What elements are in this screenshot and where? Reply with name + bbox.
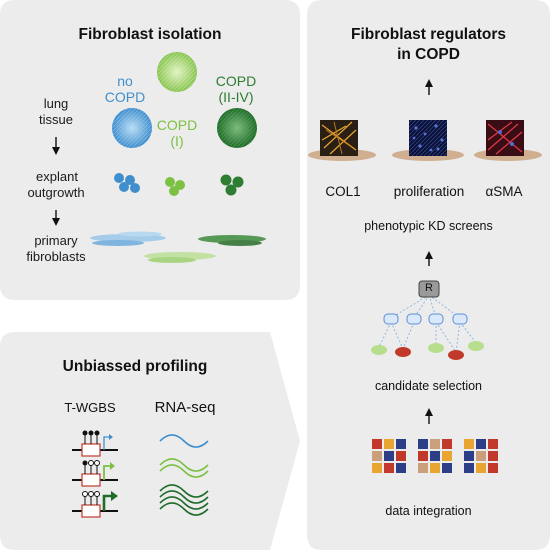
regulator-network [371,280,484,360]
rnaseq-wave-icons [159,434,209,516]
step-candidate-selection: candidate selection [374,379,483,393]
regulators-up-arrows [425,79,433,424]
profiling-title: Unbiassed profiling [62,358,208,375]
tissue-copd-severe-icon [217,108,257,148]
regulators-title-line-1: Fibroblast regulators [350,26,507,43]
label-copd-mild-2: (I) [170,133,184,149]
matrix-cell [442,451,452,461]
label-no-copd-2: COPD [104,89,146,105]
step-phenotypic-kd-screens: phenotypic KD screens [364,219,493,233]
isolation-title: Fibroblast isolation [78,26,222,43]
col1-image [308,120,376,161]
explant-no-copd-icon [114,173,140,193]
matrix-cell [418,463,428,473]
isolation-panel [0,0,300,300]
matrix-cell [396,451,406,461]
step-outgrowth: outgrowth [27,185,85,200]
tissue-no-copd-icon [112,108,152,148]
matrix-cell [464,439,474,449]
matrix-cell [430,463,440,473]
asma-image [474,120,542,161]
proliferation-image [392,120,464,161]
step-data-integration: data integration [385,504,472,518]
step-lung: lung [43,96,69,111]
regulators-title-line-2: in COPD [397,46,460,63]
readout-asma: αSMA [485,184,523,199]
method-twgbs: T-WGBS [64,400,116,415]
label-copd-severe-2: (II-IV) [218,89,254,105]
matrix-cell [384,451,394,461]
matrix-cell [488,463,498,473]
matrix-cell [372,439,382,449]
matrix-cell [442,463,452,473]
fibroblasts-copd-mild-icon [144,252,216,263]
matrix-cell [464,463,474,473]
matrix-cell [372,451,382,461]
method-rnaseq: RNA-seq [154,399,216,416]
explant-copd-mild-icon [165,177,185,196]
readout-proliferation: proliferation [393,184,465,199]
step-explant: explant [36,169,78,184]
matrix-cell [396,463,406,473]
regulator-node-label: R [425,282,433,294]
matrix-cell [396,439,406,449]
tissue-copd-mild-icon [157,52,197,92]
isolation-down-arrows [52,137,60,226]
step-fibroblasts: fibroblasts [26,249,86,264]
label-copd-severe-1: COPD [215,73,257,89]
twgbs-gene-icons [72,430,118,518]
matrix-cell [418,451,428,461]
matrix-cell [464,451,474,461]
regulator-node [418,280,440,298]
matrix-cell [476,463,486,473]
matrix-cell [442,439,452,449]
matrix-cell [384,439,394,449]
data-integration-matrix [372,439,498,473]
fibroblasts-no-copd-icon [90,231,166,246]
matrix-cell [476,439,486,449]
label-no-copd-1: no [117,73,133,89]
matrix-cell [430,451,440,461]
explant-copd-severe-icon [220,174,244,196]
fibroblasts-copd-severe-icon [198,235,266,246]
readout-col1: COL1 [325,184,361,199]
label-copd-mild-1: COPD [156,117,198,133]
matrix-cell [384,463,394,473]
matrix-cell [488,439,498,449]
step-primary: primary [34,233,78,248]
matrix-cell [372,463,382,473]
matrix-cell [488,451,498,461]
matrix-cell [430,439,440,449]
matrix-cell [476,451,486,461]
matrix-cell [418,439,428,449]
step-tissue: tissue [39,112,73,127]
profiling-panel [0,332,300,550]
